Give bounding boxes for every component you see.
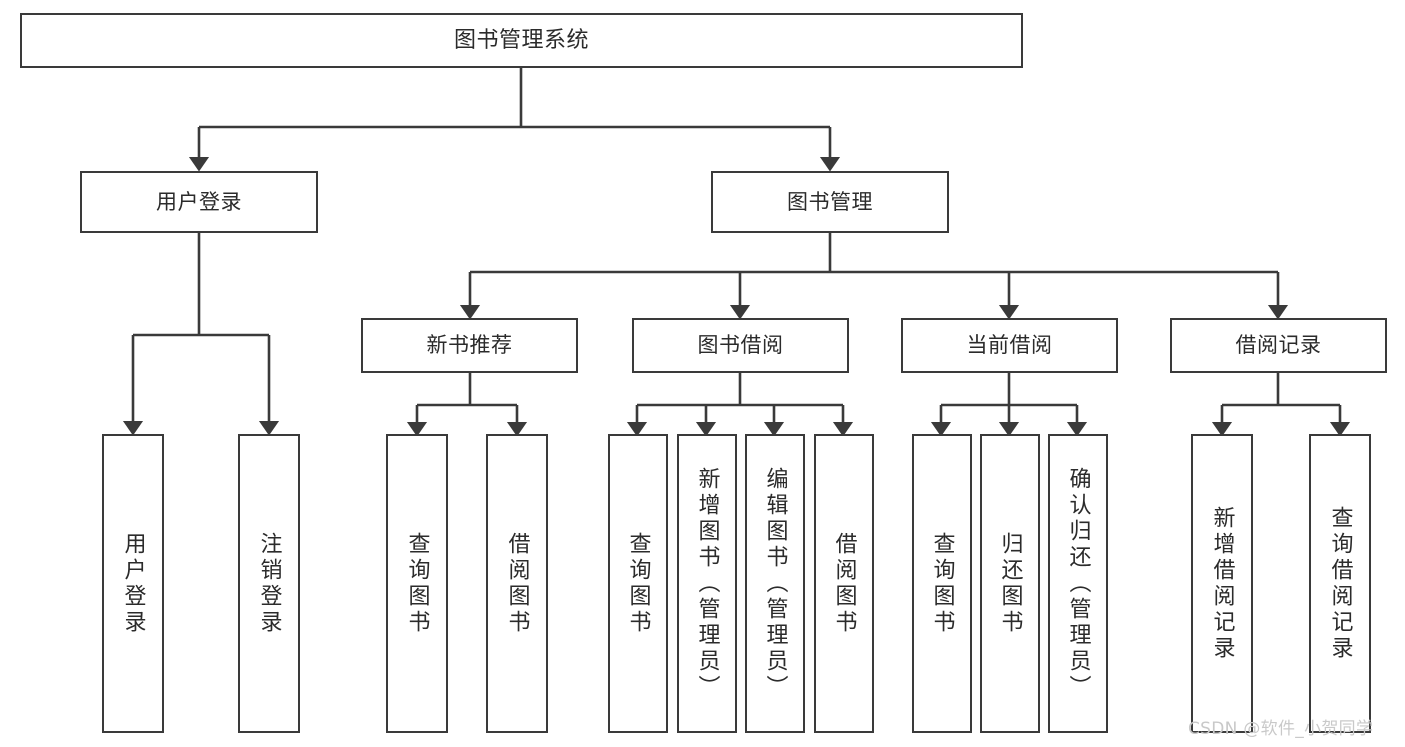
leaf-book-borrow-add-book-admin[interactable]: 新增图书（管理员）	[677, 434, 737, 733]
node-label: 新增借阅记录	[1209, 505, 1235, 662]
node-book-management[interactable]: 图书管理	[711, 171, 949, 233]
node-label: 借阅图书	[504, 531, 530, 636]
leaf-book-borrow-query-books[interactable]: 查询图书	[608, 434, 668, 733]
leaf-current-borrow-confirm-return-admin[interactable]: 确认归还（管理员）	[1048, 434, 1108, 733]
leaf-new-book-borrow-books[interactable]: 借阅图书	[486, 434, 548, 733]
node-label: 用户登录	[120, 531, 146, 636]
node-label: 查询图书	[404, 531, 430, 636]
node-label: 图书管理	[787, 189, 873, 214]
node-label: 借阅图书	[831, 531, 857, 636]
node-root-book-management-system[interactable]: 图书管理系统	[20, 13, 1023, 68]
node-label: 当前借阅	[966, 333, 1053, 358]
leaf-book-borrow-edit-book-admin[interactable]: 编辑图书（管理员）	[745, 434, 805, 733]
leaf-current-borrow-query-books[interactable]: 查询图书	[912, 434, 972, 733]
leaf-book-borrow-borrow-books[interactable]: 借阅图书	[814, 434, 874, 733]
node-label: 借阅记录	[1235, 333, 1322, 358]
node-borrowing-records[interactable]: 借阅记录	[1170, 318, 1387, 373]
node-user-login[interactable]: 用户登录	[80, 171, 318, 233]
node-current-borrowing[interactable]: 当前借阅	[901, 318, 1118, 373]
leaf-borrow-record-add-record[interactable]: 新增借阅记录	[1191, 434, 1253, 733]
node-label: 注销登录	[256, 531, 282, 636]
node-label: 查询图书	[929, 531, 955, 636]
node-label: 查询借阅记录	[1327, 505, 1353, 662]
leaf-user-login-sign-out[interactable]: 注销登录	[238, 434, 300, 733]
node-label: 归还图书	[997, 531, 1023, 636]
node-book-borrowing[interactable]: 图书借阅	[632, 318, 849, 373]
node-new-book-recommendation[interactable]: 新书推荐	[361, 318, 578, 373]
node-label: 新书推荐	[426, 333, 513, 358]
leaf-new-book-query-books[interactable]: 查询图书	[386, 434, 448, 733]
node-label: 用户登录	[156, 189, 242, 214]
node-label: 图书管理系统	[453, 27, 589, 53]
leaf-user-login-sign-in[interactable]: 用户登录	[102, 434, 164, 733]
leaf-current-borrow-return-books[interactable]: 归还图书	[980, 434, 1040, 733]
node-label: 确认归还（管理员）	[1065, 466, 1091, 701]
node-label: 图书借阅	[697, 333, 784, 358]
node-label: 查询图书	[625, 531, 651, 636]
leaf-borrow-record-query-record[interactable]: 查询借阅记录	[1309, 434, 1371, 733]
node-label: 编辑图书（管理员）	[762, 466, 788, 701]
csdn-watermark: CSDN @软件_小贺同学	[1188, 719, 1374, 739]
node-label: 新增图书（管理员）	[694, 466, 720, 701]
